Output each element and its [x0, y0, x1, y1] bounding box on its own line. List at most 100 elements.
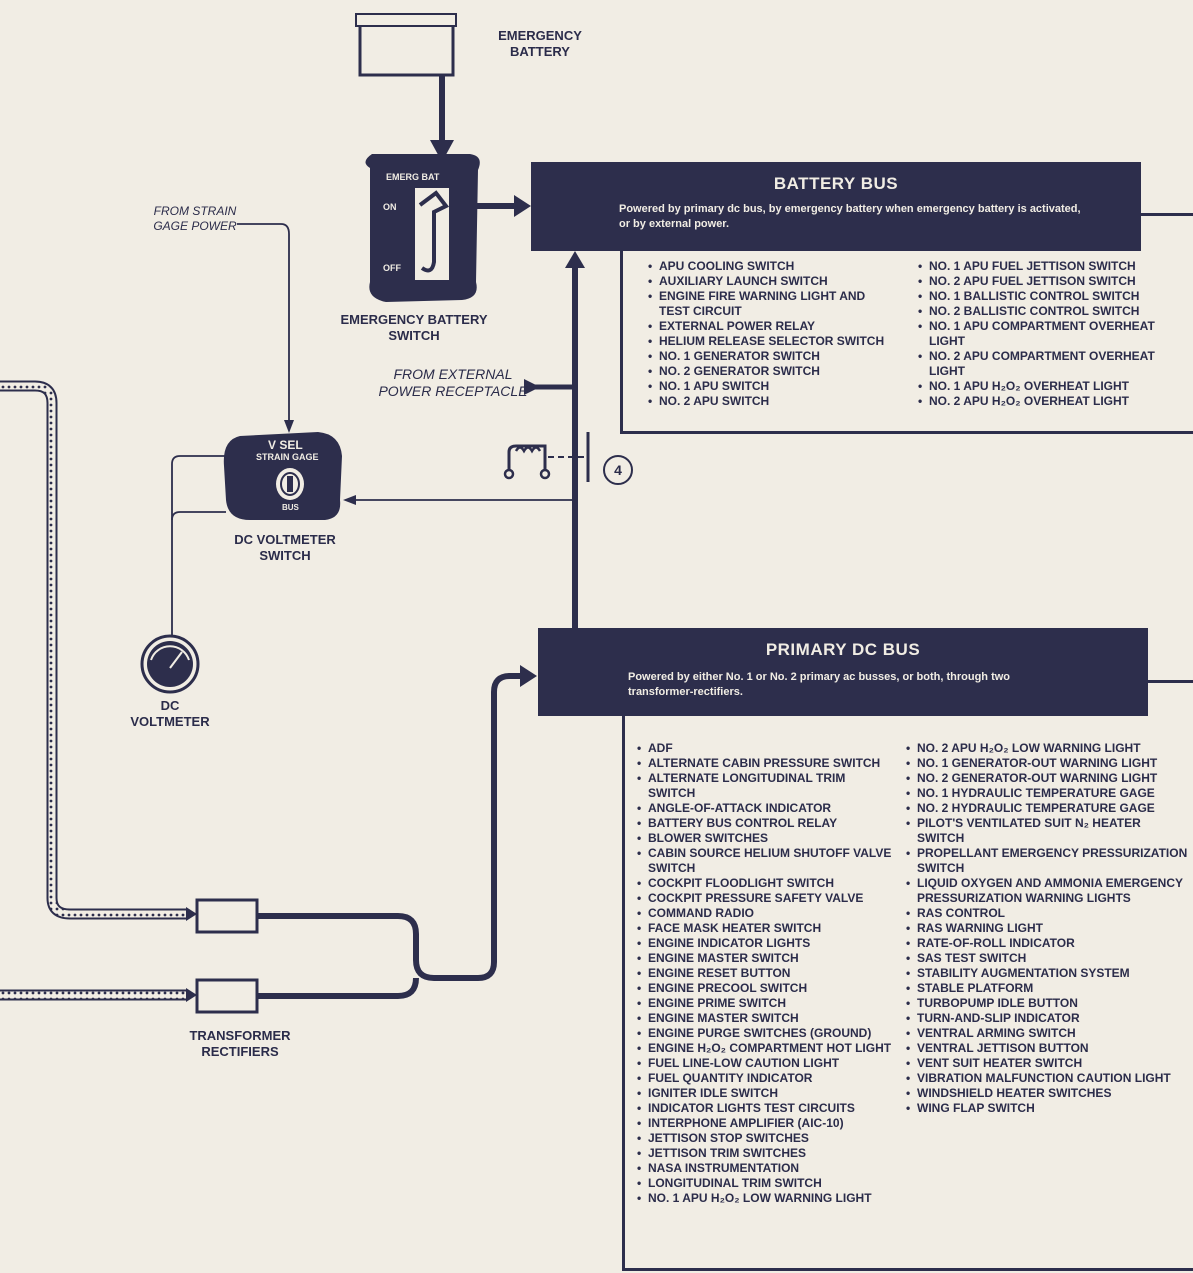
- transformer-rectifiers-label: TRANSFORMER RECTIFIERS: [189, 1028, 291, 1059]
- list-item: FACE MASK HEATER SWITCH: [637, 921, 892, 936]
- list-item: NO. 2 APU H₂O₂ OVERHEAT LIGHT: [918, 394, 1178, 409]
- list-item: WINDSHIELD HEATER SWITCHES: [906, 1086, 1191, 1101]
- from-external-power-receptacle-label: FROM EXTERNAL POWER RECEPTACLE: [378, 366, 528, 399]
- list-item: NO. 2 HYDRAULIC TEMPERATURE GAGE: [906, 801, 1191, 816]
- primary-dc-bus-list-box: [622, 716, 1193, 1271]
- list-item: NO. 1 APU FUEL JETTISON SWITCH: [918, 259, 1178, 274]
- list-item: COMMAND RADIO: [637, 906, 892, 921]
- list-item: IGNITER IDLE SWITCH: [637, 1086, 892, 1101]
- tr-output-wire: [257, 673, 522, 981]
- list-item: NO. 1 HYDRAULIC TEMPERATURE GAGE: [906, 786, 1191, 801]
- strain-gage-power-wire: [237, 223, 290, 426]
- primary-dc-bus-list-left: ADFALTERNATE CABIN PRESSURE SWITCHALTERN…: [637, 741, 892, 1206]
- list-item: JETTISON STOP SWITCHES: [637, 1131, 892, 1146]
- list-item: ENGINE PRECOOL SWITCH: [637, 981, 892, 996]
- primary-dc-bus-title: PRIMARY DC BUS: [765, 640, 921, 659]
- list-item: ADF: [637, 741, 892, 756]
- battery-bus-title: BATTERY BUS: [773, 174, 899, 193]
- list-item: NO. 1 GENERATOR SWITCH: [648, 349, 898, 364]
- relay-4-number: 4: [614, 462, 622, 478]
- transformer-rectifier-1: [195, 898, 259, 934]
- list-item: AUXILIARY LAUNCH SWITCH: [648, 274, 898, 289]
- list-item: COCKPIT FLOODLIGHT SWITCH: [637, 876, 892, 891]
- list-item: BATTERY BUS CONTROL RELAY: [637, 816, 892, 831]
- list-item: NO. 1 GENERATOR-OUT WARNING LIGHT: [906, 756, 1191, 771]
- list-item: ENGINE INDICATOR LIGHTS: [637, 936, 892, 951]
- relay-4-symbol: [503, 432, 633, 485]
- emergency-battery-switch-label: EMERGENCY BATTERY SWITCH: [340, 312, 488, 343]
- switch-on-label: ON: [383, 202, 397, 212]
- list-item: NO. 2 APU COMPARTMENT OVERHEAT LIGHT: [918, 349, 1178, 379]
- primary-dc-bus-tail: [1148, 680, 1193, 683]
- list-item: NO. 1 APU H₂O₂ OVERHEAT LIGHT: [918, 379, 1178, 394]
- switch-off-label: OFF: [383, 263, 401, 273]
- list-item: NO. 2 GENERATOR-OUT WARNING LIGHT: [906, 771, 1191, 786]
- voltmeter-switch-to-voltmeter-wire: [171, 455, 226, 640]
- list-item: ALTERNATE CABIN PRESSURE SWITCH: [637, 756, 892, 771]
- dc-voltmeter-label: DC VOLTMETER: [130, 698, 210, 729]
- primary-dc-bus-list-right: NO. 2 APU H₂O₂ LOW WARNING LIGHTNO. 1 GE…: [906, 741, 1191, 1116]
- list-item: FUEL QUANTITY INDICATOR: [637, 1071, 892, 1086]
- list-item: INTERPHONE AMPLIFIER (AIC-10): [637, 1116, 892, 1131]
- list-item: NASA INSTRUMENTATION: [637, 1161, 892, 1176]
- list-item: CABIN SOURCE HELIUM SHUTOFF VALVE SWITCH: [637, 846, 892, 876]
- list-item: VIBRATION MALFUNCTION CAUTION LIGHT: [906, 1071, 1191, 1086]
- list-item: PILOT'S VENTILATED SUIT N₂ HEATER SWITCH: [906, 816, 1191, 846]
- dc-voltmeter-gauge: [140, 634, 200, 694]
- list-item: STABLE PLATFORM: [906, 981, 1191, 996]
- emergency-battery-symbol: [355, 13, 457, 77]
- list-item: EXTERNAL POWER RELAY: [648, 319, 898, 334]
- list-item: APU COOLING SWITCH: [648, 259, 898, 274]
- list-item: NO. 2 APU H₂O₂ LOW WARNING LIGHT: [906, 741, 1191, 756]
- list-item: FUEL LINE-LOW CAUTION LIGHT: [637, 1056, 892, 1071]
- list-item: TURBOPUMP IDLE BUTTON: [906, 996, 1191, 1011]
- from-strain-gage-power-label: FROM STRAIN GAGE POWER: [153, 204, 237, 233]
- list-item: ENGINE MASTER SWITCH: [637, 951, 892, 966]
- list-item: STABILITY AUGMENTATION SYSTEM: [906, 966, 1191, 981]
- list-item: JETTISON TRIM SWITCHES: [637, 1146, 892, 1161]
- list-item: VENTRAL ARMING SWITCH: [906, 1026, 1191, 1041]
- list-item: ENGINE PRIME SWITCH: [637, 996, 892, 1011]
- transformer-rectifier-2: [195, 978, 259, 1014]
- list-item: ENGINE MASTER SWITCH: [637, 1011, 892, 1026]
- list-item: RAS WARNING LIGHT: [906, 921, 1191, 936]
- list-item: ENGINE FIRE WARNING LIGHT AND TEST CIRCU…: [648, 289, 898, 319]
- list-item: NO. 2 BALLISTIC CONTROL SWITCH: [918, 304, 1178, 319]
- list-item: LONGITUDINAL TRIM SWITCH: [637, 1176, 892, 1191]
- list-item: WING FLAP SWITCH: [906, 1101, 1191, 1116]
- battery-bus-description: Powered by primary dc bus, by emergency …: [619, 203, 1081, 230]
- list-item: ENGINE H₂O₂ COMPARTMENT HOT LIGHT: [637, 1041, 892, 1056]
- battery-bus-list-box: [620, 251, 1193, 434]
- battery-bus-tail: [1141, 213, 1193, 216]
- list-item: ENGINE RESET BUTTON: [637, 966, 892, 981]
- list-item: ANGLE-OF-ATTACK INDICATOR: [637, 801, 892, 816]
- list-item: LIQUID OXYGEN AND AMMONIA EMERGENCY PRES…: [906, 876, 1191, 906]
- battery-bus-list-right: NO. 1 APU FUEL JETTISON SWITCHNO. 2 APU …: [918, 259, 1178, 409]
- list-item: RATE-OF-ROLL INDICATOR: [906, 936, 1191, 951]
- list-item: VENT SUIT HEATER SWITCH: [906, 1056, 1191, 1071]
- list-item: NO. 2 GENERATOR SWITCH: [648, 364, 898, 379]
- list-item: INDICATOR LIGHTS TEST CIRCUITS: [637, 1101, 892, 1116]
- dc-voltmeter-switch-label: DC VOLTMETER SWITCH: [234, 532, 336, 563]
- list-item: BLOWER SWITCHES: [637, 831, 892, 846]
- list-item: NO. 1 APU H₂O₂ LOW WARNING LIGHT: [637, 1191, 892, 1206]
- battery-bus-header: BATTERY BUS Powered by primary dc bus, b…: [531, 162, 1141, 251]
- list-item: ENGINE PURGE SWITCHES (GROUND): [637, 1026, 892, 1041]
- list-item: VENTRAL JETTISON BUTTON: [906, 1041, 1191, 1056]
- list-item: NO. 2 APU FUEL JETTISON SWITCH: [918, 274, 1178, 289]
- bus-position-label: BUS: [282, 503, 299, 512]
- emerg-bat-label: EMERG BAT: [386, 172, 440, 182]
- list-item: NO. 2 APU SWITCH: [648, 394, 898, 409]
- list-item: SAS TEST SWITCH: [906, 951, 1191, 966]
- list-item: NO. 1 APU SWITCH: [648, 379, 898, 394]
- list-item: TURN-AND-SLIP INDICATOR: [906, 1011, 1191, 1026]
- list-item: COCKPIT PRESSURE SAFETY VALVE: [637, 891, 892, 906]
- primary-dc-bus-header: PRIMARY DC BUS Powered by either No. 1 o…: [538, 628, 1148, 716]
- list-item: NO. 1 APU COMPARTMENT OVERHEAT LIGHT: [918, 319, 1178, 349]
- strain-gage-label: STRAIN GAGE: [256, 452, 319, 462]
- emergency-battery-label: EMERGENCY BATTERY: [498, 28, 582, 59]
- list-item: HELIUM RELEASE SELECTOR SWITCH: [648, 334, 898, 349]
- battery-bus-list-left: APU COOLING SWITCHAUXILIARY LAUNCH SWITC…: [648, 259, 898, 409]
- list-item: NO. 1 BALLISTIC CONTROL SWITCH: [918, 289, 1178, 304]
